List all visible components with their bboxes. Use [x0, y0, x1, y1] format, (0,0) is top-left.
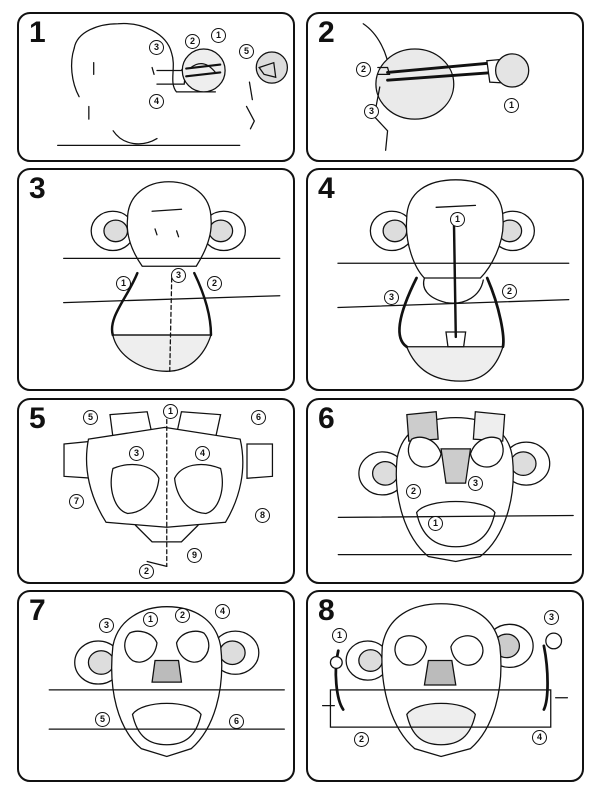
step-3-panel: 3 1 3 2: [17, 168, 295, 391]
marker-2: 2: [139, 564, 154, 579]
marker-3: 3: [468, 476, 483, 491]
marker-3: 3: [364, 104, 379, 119]
step-4-panel: 4 1 3 2: [306, 168, 584, 391]
step-4-illustration: [337, 179, 570, 382]
marker-2: 2: [207, 276, 222, 291]
marker-2: 2: [354, 732, 369, 747]
marker-1: 1: [428, 516, 443, 531]
marker-3: 3: [171, 268, 186, 283]
step-5-illustration: [63, 411, 274, 567]
marker-2: 2: [356, 62, 371, 77]
marker-4: 4: [195, 446, 210, 461]
marker-3: 3: [129, 446, 144, 461]
marker-2: 2: [175, 608, 190, 623]
marker-1: 1: [504, 98, 519, 113]
step-number: 6: [318, 402, 335, 435]
marker-4: 4: [149, 94, 164, 109]
marker-1: 1: [116, 276, 131, 291]
step-7-panel: 7 3 1 2 4 5 6: [17, 590, 295, 782]
step-number: 1: [29, 16, 46, 49]
step-number: 7: [29, 594, 46, 627]
marker-2: 2: [185, 34, 200, 49]
marker-4: 4: [532, 730, 547, 745]
marker-1: 1: [143, 612, 158, 627]
step-2-panel: 2 2 3 1: [306, 12, 584, 162]
marker-5: 5: [83, 410, 98, 425]
marker-2: 2: [502, 284, 517, 299]
step-6-panel: 6 2 3 1: [306, 398, 584, 584]
marker-3: 3: [149, 40, 164, 55]
step-number: 3: [29, 172, 46, 205]
step-1-illustration: [57, 22, 289, 147]
marker-1: 1: [332, 628, 347, 643]
marker-1: 1: [450, 212, 465, 227]
step-1-panel: 1 3 4 2 1 5: [17, 12, 295, 162]
step-6-illustration: [337, 411, 574, 563]
marker-3: 3: [384, 290, 399, 305]
step-number: 2: [318, 16, 335, 49]
marker-6: 6: [251, 410, 266, 425]
step-2-illustration: [362, 23, 530, 151]
step-5-panel: 5 1 5 6 3 4 7 8 9 2: [17, 398, 295, 584]
marker-2: 2: [406, 484, 421, 499]
step-3-illustration: [63, 181, 281, 372]
step-8-illustration: [321, 603, 569, 758]
step-number: 4: [318, 172, 335, 205]
marker-9: 9: [187, 548, 202, 563]
marker-6: 6: [229, 714, 244, 729]
marker-3: 3: [99, 618, 114, 633]
marker-4: 4: [215, 604, 230, 619]
step-7-illustration: [48, 606, 285, 758]
marker-8: 8: [255, 508, 270, 523]
marker-5: 5: [95, 712, 110, 727]
marker-1: 1: [163, 404, 178, 419]
marker-1: 1: [211, 28, 226, 43]
marker-5: 5: [239, 44, 254, 59]
step-number: 5: [29, 402, 46, 435]
step-8-panel: 8 1 3 2 4: [306, 590, 584, 782]
marker-3: 3: [544, 610, 559, 625]
step-number: 8: [318, 594, 335, 627]
marker-7: 7: [69, 494, 84, 509]
